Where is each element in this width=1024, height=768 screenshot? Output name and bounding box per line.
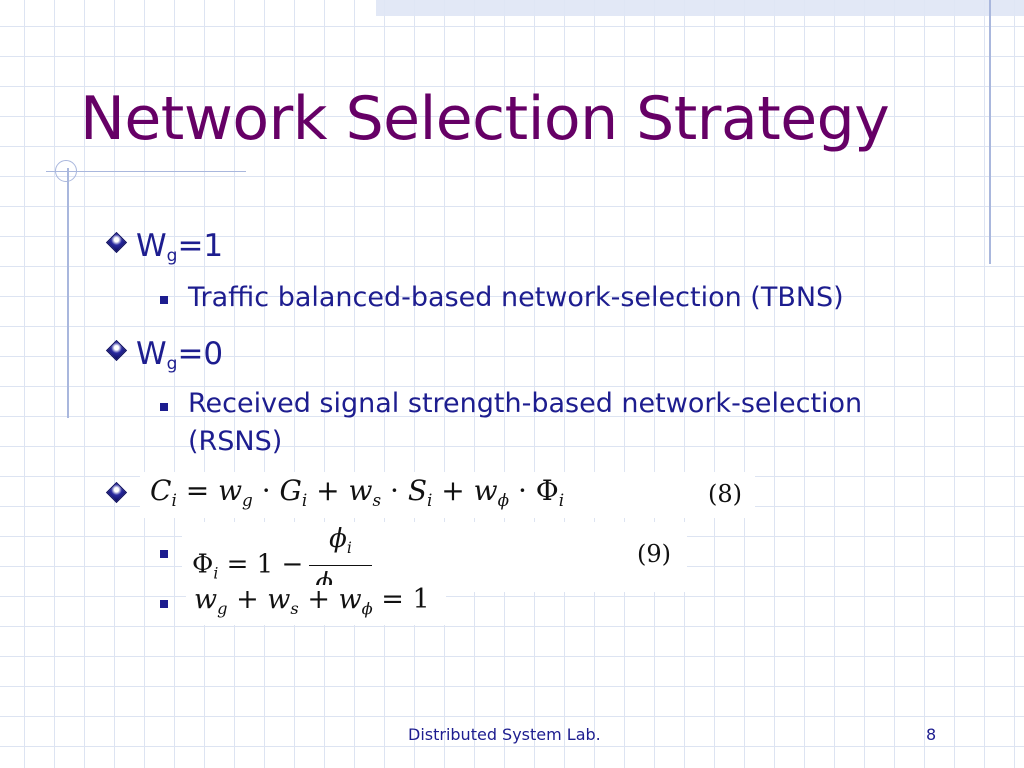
- subbullet-tbns: Traffic balanced-based network-selection…: [188, 282, 844, 313]
- slide-title: Network Selection Strategy: [80, 84, 890, 154]
- diamond-bullet-icon: [105, 481, 128, 504]
- equation-constraint-image: [186, 585, 446, 625]
- equation-8-image: [140, 472, 755, 518]
- square-bullet-icon: [160, 403, 168, 411]
- equation-constraint: wg + ws + wϕ = 1: [194, 584, 430, 618]
- bullet-label: W: [136, 336, 167, 372]
- square-bullet-icon: [160, 600, 168, 608]
- bullet-value: =1: [177, 228, 224, 264]
- equation-8-number: (8): [708, 480, 742, 508]
- bullet-subscript: g: [166, 246, 178, 266]
- footer-lab-name: Distributed System Lab.: [408, 725, 601, 744]
- bullet-label: W: [136, 228, 167, 264]
- decorative-line-right: [989, 0, 991, 264]
- square-bullet-icon: [160, 550, 168, 558]
- square-bullet-icon: [160, 296, 168, 304]
- equation-8: Ci = wg · Gi + ws · Si + wϕ · Φi: [150, 474, 565, 510]
- decorative-line-left: [67, 168, 69, 418]
- bullet-value: =0: [177, 336, 224, 372]
- page-number: 8: [926, 725, 937, 744]
- subbullet-rsns: Received signal strength-based network-s…: [188, 388, 863, 457]
- bullet-subscript: g: [166, 354, 178, 374]
- equation-9-number: (9): [637, 540, 671, 568]
- bullet-wg-1: Wg=1: [105, 228, 224, 274]
- diamond-bullet-icon: [105, 339, 128, 362]
- equation-9-image: [182, 522, 687, 592]
- bullet-wg-0: Wg=0: [105, 336, 224, 382]
- diamond-bullet-icon: [105, 231, 128, 254]
- header-band: [376, 0, 1024, 16]
- decorative-circle: [55, 160, 77, 182]
- bullet-equation: [105, 478, 136, 514]
- title-underline: [46, 171, 246, 172]
